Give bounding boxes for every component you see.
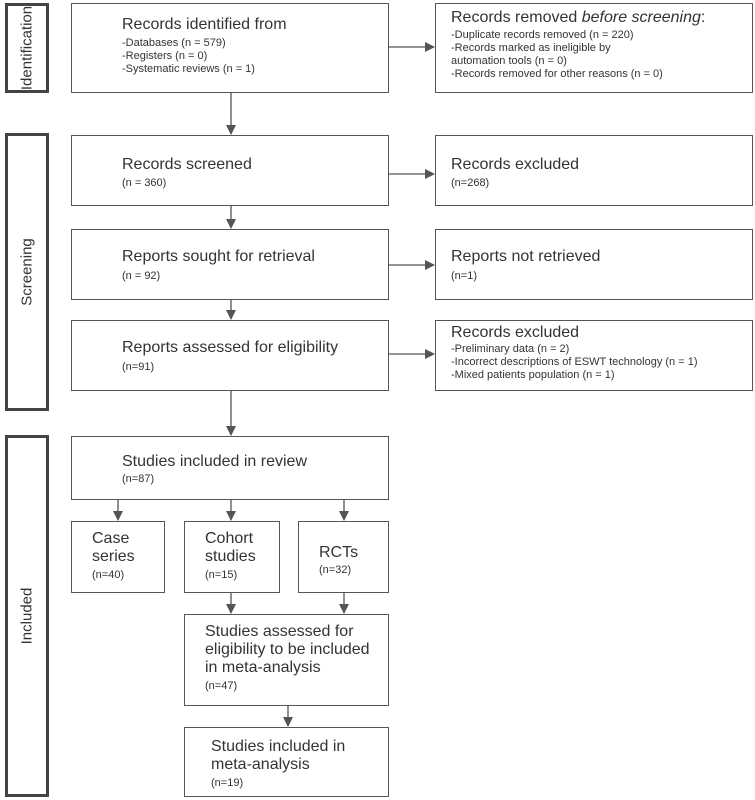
studies-included-review-box: Studies included in review (n=87): [71, 436, 389, 500]
removed-other: -Records removed for other reasons (n = …: [451, 68, 663, 80]
studies-included-review-title: Studies included in review: [122, 453, 307, 470]
case-series-box: Case series (n=40): [71, 521, 165, 593]
records-screened-title: Records screened: [122, 156, 252, 173]
studies-assessed-meta-line1: Studies assessed for: [205, 623, 354, 640]
records-identified-title: Records identified from: [122, 16, 287, 33]
rcts-title: RCTs: [319, 544, 359, 561]
rcts-count: (n=32): [319, 564, 352, 576]
studies-assessed-meta-count: (n=47): [205, 680, 238, 692]
records-removed-box: Records removed before screening: -Dupli…: [435, 3, 753, 93]
records-excluded-eligibility-box: Records excluded -Preliminary data (n = …: [435, 320, 753, 391]
excluded-preliminary: -Preliminary data (n = 2): [451, 343, 570, 355]
records-excluded-box: Records excluded (n=268): [435, 135, 753, 206]
case-series-count: (n=40): [92, 569, 125, 581]
studies-included-meta-line1: Studies included in: [211, 738, 346, 755]
cohort-studies-line1: Cohort: [205, 530, 254, 547]
records-screened-box: Records screened (n = 360): [71, 135, 389, 206]
case-series-line1: Case: [92, 530, 130, 547]
identified-databases: -Databases (n = 579): [122, 37, 226, 49]
excluded-mixed-population: -Mixed patients population (n = 1): [451, 369, 615, 381]
studies-assessed-meta-box: Studies assessed for eligibility to be i…: [184, 614, 389, 706]
reports-assessed-count: (n=91): [122, 361, 155, 373]
studies-assessed-meta-line2: eligibility to be included: [205, 641, 370, 658]
studies-included-meta-line2: meta-analysis: [211, 756, 310, 773]
studies-included-review-count: (n=87): [122, 473, 155, 485]
reports-sought-count: (n = 92): [122, 270, 161, 282]
identification-phase: Identification: [5, 3, 49, 93]
screening-phase: Screening: [5, 133, 49, 411]
identified-registers: -Registers (n = 0): [122, 50, 208, 62]
removed-duplicates: -Duplicate records removed (n = 220): [451, 29, 634, 41]
reports-sought-box: Reports sought for retrieval (n = 92): [71, 229, 389, 300]
records-excluded-eligibility-title: Records excluded: [451, 324, 580, 341]
rcts-box: RCTs (n=32): [298, 521, 389, 593]
case-series-line2: series: [92, 548, 135, 565]
included-phase: Included: [5, 435, 49, 797]
reports-assessed-title: Reports assessed for eligibility: [122, 339, 339, 356]
excluded-incorrect-eswt: -Incorrect descriptions of ESWT technolo…: [451, 356, 698, 368]
identified-systematic-reviews: -Systematic reviews (n = 1): [122, 63, 255, 75]
studies-included-meta-count: (n=19): [211, 777, 244, 789]
studies-included-meta-box: Studies included in meta-analysis (n=19): [184, 727, 389, 797]
reports-sought-title: Reports sought for retrieval: [122, 248, 315, 265]
cohort-studies-box: Cohort studies (n=15): [184, 521, 280, 593]
records-screened-count: (n = 360): [122, 177, 167, 189]
removed-ineligible-cont: automation tools (n = 0): [451, 55, 567, 67]
reports-not-retrieved-box: Reports not retrieved (n=1): [435, 229, 753, 300]
studies-assessed-meta-line3: in meta-analysis: [205, 659, 321, 676]
records-identified-box: Records identified from -Databases (n = …: [71, 3, 389, 93]
cohort-studies-count: (n=15): [205, 569, 238, 581]
reports-not-retrieved-title: Reports not retrieved: [451, 248, 601, 265]
cohort-studies-line2: studies: [205, 548, 256, 565]
removed-ineligible: -Records marked as ineligible by: [451, 42, 611, 54]
records-excluded-count: (n=268): [451, 177, 490, 189]
records-removed-title: Records removed before screening:: [451, 9, 706, 26]
reports-assessed-box: Reports assessed for eligibility (n=91): [71, 320, 389, 391]
reports-not-retrieved-count: (n=1): [451, 270, 477, 282]
records-excluded-title: Records excluded: [451, 156, 580, 173]
